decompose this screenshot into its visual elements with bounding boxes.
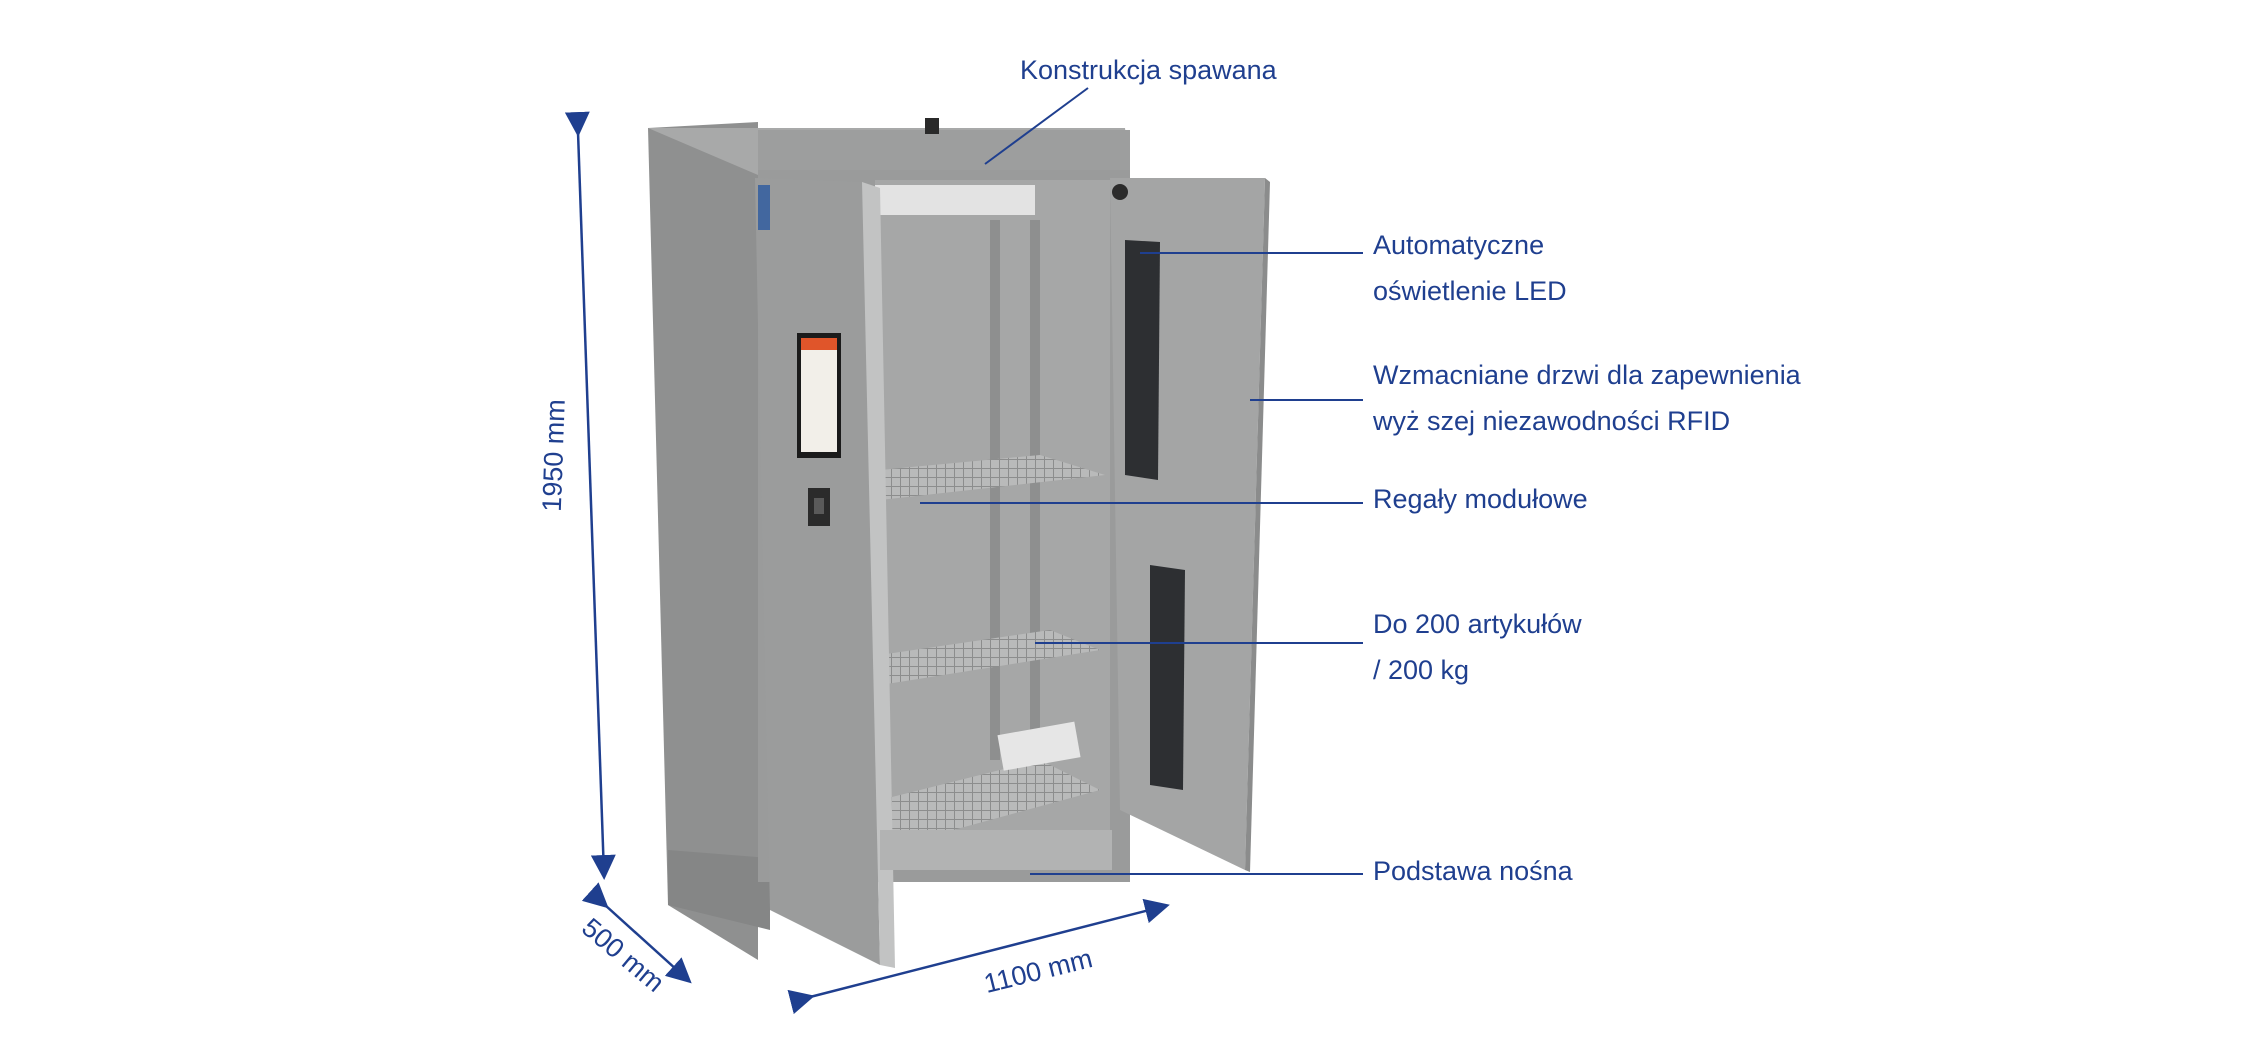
shelf-bottom <box>880 760 1100 850</box>
callout-led-line1: Automatyczne <box>1373 230 1545 260</box>
power-strip <box>997 721 1081 771</box>
shelf-rail-right <box>1030 220 1040 760</box>
base-plinth-side <box>668 850 770 930</box>
shelf-rail-left <box>990 220 1000 760</box>
tablet-screen <box>801 338 837 452</box>
callout-shelves: Regały modułowe <box>1373 484 1588 514</box>
base-plinth-front <box>880 830 1112 870</box>
left-door-edge <box>862 182 895 968</box>
tablet-banner <box>801 338 837 350</box>
top-handle <box>925 118 939 134</box>
dimension-height-label: 1950 mm <box>536 398 571 513</box>
dimension-arrow-depth <box>581 882 692 984</box>
cabinet-side-panel <box>648 122 758 960</box>
callout-door-line2: wyż szej niezawodności RFID <box>1373 406 1731 436</box>
dimension-arrow-height <box>564 111 616 880</box>
shelf-upper <box>880 455 1105 500</box>
door-window-upper <box>1125 240 1160 480</box>
callout-capacity-line1: Do 200 artykułów <box>1373 609 1582 639</box>
door-lock-inner <box>814 498 824 514</box>
callout-base: Podstawa nośna <box>1373 856 1573 886</box>
led-light-bar <box>875 185 1035 215</box>
brand-logo <box>758 185 770 230</box>
left-door <box>755 178 880 965</box>
callout-capacity-line2: / 200 kg <box>1373 655 1470 685</box>
leader-welded <box>984 87 1089 165</box>
callout-welded-construction: Konstrukcja spawana <box>1020 55 1277 85</box>
right-door-edge <box>1245 178 1270 872</box>
callout-led-line2: oświetlenie LED <box>1373 276 1567 306</box>
dimension-arrow-width <box>787 898 1170 1015</box>
door-sensor <box>1112 184 1128 200</box>
callout-door-line1: Wzmacniane drzwi dla zapewnienia <box>1373 360 1801 390</box>
door-window-lower <box>1150 565 1185 790</box>
